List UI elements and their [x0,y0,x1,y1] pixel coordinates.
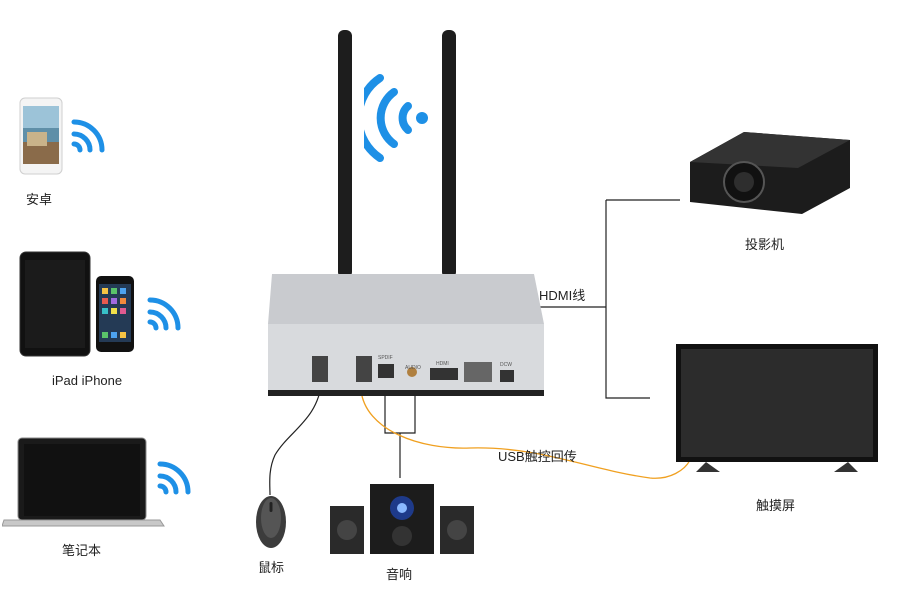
laptop [2,436,191,530]
touchscreen-icon [676,344,878,472]
projector-icon [690,132,850,214]
wifi-icon [147,297,181,331]
port-label-audio: AUDIO [405,365,421,371]
android-phone [18,96,108,182]
wifi-icon [71,119,105,153]
port-label-spdif: SPDIF [378,355,393,361]
ipad-iphone [18,248,181,358]
laptop-label: 笔记本 [62,543,102,558]
mouse [254,494,288,550]
tablet-phone-icon [19,251,134,357]
hdmi-cable-label: HDMI线 [539,288,586,303]
projector [682,126,856,218]
touchscreen-label: 触摸屏 [756,498,796,513]
speaker-label: 音响 [386,567,413,582]
speaker-set [328,480,478,558]
laptop-icon [2,437,165,527]
wifi-icon [157,461,191,495]
mouse-label: 鼠标 [258,560,285,575]
port-label-hdmi: HDMI [436,361,449,367]
wireless-hub: SPDIF AUDIO HDMI DCW [268,28,548,400]
usb-touch-cable-label: USB触控回传 [498,449,577,464]
android-phone-icon [19,97,63,175]
hub-icon [268,30,544,396]
projector-label: 投影机 [745,237,785,252]
wifi-signal-icon [364,74,428,162]
speaker-icon [330,484,474,554]
port-label-dcw: DCW [500,362,512,368]
android-label: 安卓 [26,192,53,207]
ipad-iphone-label: iPad iPhone [52,373,123,388]
mouse-icon [256,496,286,548]
touchscreen [676,344,880,476]
